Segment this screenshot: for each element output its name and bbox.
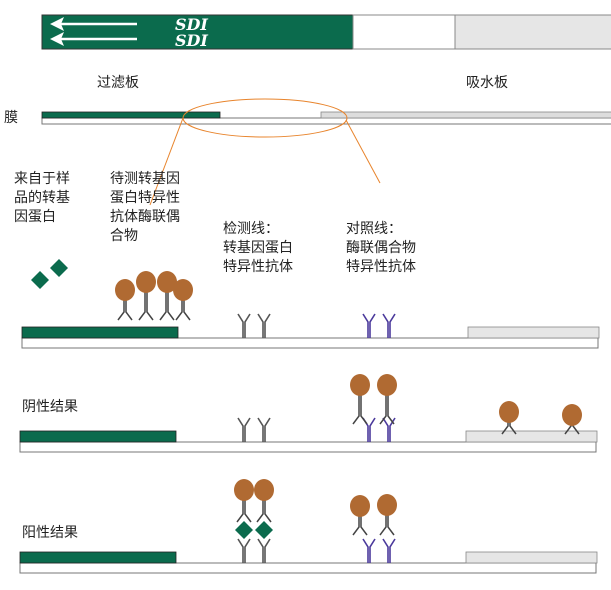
test-line-antibody-icon xyxy=(237,417,251,442)
strip-backing xyxy=(21,337,599,349)
protein-diamond-icon xyxy=(50,259,68,277)
protein-diamond-icon xyxy=(235,521,253,539)
conjugate-antibody-icon xyxy=(159,290,175,321)
enzyme-bead-icon xyxy=(254,479,274,501)
strip-absorbent-pad xyxy=(467,326,600,339)
conjugate-antibody-icon xyxy=(379,513,395,536)
strip-filter-pad xyxy=(19,551,177,564)
zoom-line-left xyxy=(149,117,184,206)
control-line-antibody-icon xyxy=(362,538,376,563)
strip-filter-pad xyxy=(21,326,179,339)
sdi-logo-2: SDI xyxy=(175,31,208,50)
conjugate-antibody-icon xyxy=(236,498,252,523)
strip-backing xyxy=(19,562,597,574)
test-line-label: 检测线： 转基因蛋白 特异性抗体 xyxy=(223,221,293,275)
enzyme-bead-icon xyxy=(234,479,254,501)
strip-backing xyxy=(19,441,597,453)
conjugate-antibody-icon xyxy=(175,298,191,321)
zoom-line-right xyxy=(345,119,381,184)
test-line-antibody-icon xyxy=(237,538,251,563)
control-line-antibody-icon xyxy=(382,417,396,442)
control-line-antibody-icon xyxy=(362,313,376,338)
control-line-antibody-icon xyxy=(382,313,396,338)
conjugate-label: 待测转基因 蛋白特异性 抗体酶联偶 合物 xyxy=(110,171,180,244)
enzyme-bead-icon xyxy=(115,279,135,301)
negative-result-label: 阴性结果 xyxy=(22,399,78,415)
enzyme-bead-icon xyxy=(173,279,193,301)
enzyme-bead-icon xyxy=(562,404,582,426)
enzyme-bead-icon xyxy=(157,271,177,293)
top-strip-green xyxy=(41,14,354,50)
test-line-antibody-icon xyxy=(257,313,271,338)
conjugate-antibody-icon xyxy=(256,498,272,523)
enzyme-bead-icon xyxy=(377,494,397,516)
protein-diamond-icon xyxy=(255,521,273,539)
enzyme-bead-icon xyxy=(136,271,156,293)
top-strip-white xyxy=(352,14,456,50)
conjugate-antibody-icon xyxy=(352,514,368,536)
sample-protein-label: 来自于样 品的转基 因蛋白 xyxy=(14,171,70,225)
membrane-absorbent-pad xyxy=(320,111,611,119)
conjugate-antibody-icon xyxy=(138,290,154,321)
strip-absorbent-pad xyxy=(465,430,598,443)
control-line-label: 对照线： 酶联偶合物 特异性抗体 xyxy=(346,221,416,275)
control-line-antibody-icon xyxy=(382,538,396,563)
test-line-antibody-icon xyxy=(257,417,271,442)
test-line-antibody-icon xyxy=(257,538,271,563)
top-strip-gray xyxy=(454,14,611,50)
protein-diamond-icon xyxy=(31,271,49,289)
test-line-antibody-icon xyxy=(237,313,251,338)
enzyme-bead-icon xyxy=(377,374,397,396)
filter-pad-label: 过滤板 xyxy=(97,75,139,91)
conjugate-antibody-icon xyxy=(352,393,368,425)
enzyme-bead-icon xyxy=(350,374,370,396)
sdi-logo-1: SDI xyxy=(175,15,208,34)
conjugate-antibody-icon xyxy=(379,393,395,425)
enzyme-bead-icon xyxy=(499,401,519,423)
membrane-backing xyxy=(41,117,611,125)
strip-absorbent-pad xyxy=(465,551,598,564)
positive-result-label: 阳性结果 xyxy=(22,525,78,541)
conjugate-antibody-icon xyxy=(117,298,133,321)
strip-filter-pad xyxy=(19,430,177,443)
membrane-label: 膜 xyxy=(4,110,18,126)
membrane-filter-pad xyxy=(41,111,221,119)
enzyme-bead-icon xyxy=(350,495,370,517)
flow-arrow-icon xyxy=(50,17,137,46)
absorbent-pad-label: 吸水板 xyxy=(466,75,508,91)
